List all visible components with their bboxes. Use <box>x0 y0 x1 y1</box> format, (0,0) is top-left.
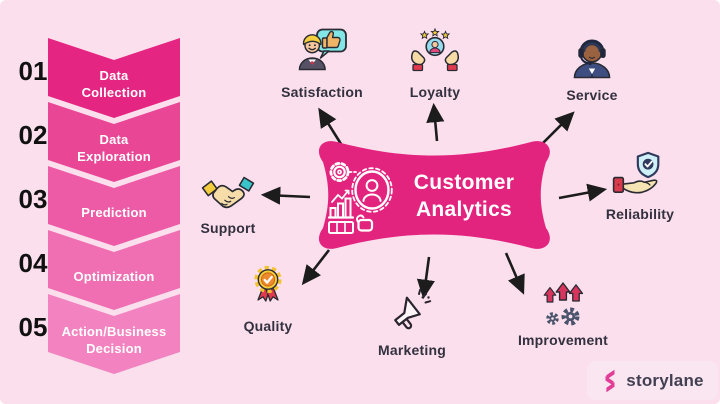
step-number-1: 01 <box>18 56 48 86</box>
analytics-person-gear-chart-icon <box>327 161 393 234</box>
quality-medal-icon <box>254 265 282 302</box>
satellite-label: Support <box>200 220 256 236</box>
handshake-icon <box>201 176 255 209</box>
satellite-improvement: Improvement <box>503 276 623 348</box>
step-number-2: 02 <box>18 120 48 150</box>
step-label: Data Collection <box>81 68 147 100</box>
customer-feedback-thumbs-up-icon <box>298 28 347 71</box>
satellite-label: Satisfaction <box>281 84 363 100</box>
storylane-wordmark: storylane <box>626 370 704 390</box>
satellite-satisfaction: Satisfaction <box>262 28 382 100</box>
satellite-service: Service <box>532 31 652 103</box>
step-label: Data Exploration <box>77 132 151 164</box>
step-label: Prediction <box>81 204 147 220</box>
satellite-loyalty: Loyalty <box>375 28 495 100</box>
satellite-label: Loyalty <box>409 84 461 100</box>
storylane-logo-icon <box>605 369 615 393</box>
step-label: Action/Business Decision <box>61 324 167 356</box>
megaphone-icon <box>394 288 432 330</box>
satellite-reliability: Reliability <box>580 150 700 222</box>
satellite-support: Support <box>168 166 288 236</box>
hub-title: Customer Analytics <box>413 171 515 222</box>
growth-arrows-gears-icon <box>543 282 584 326</box>
storylane-logo-badge[interactable]: storylane <box>587 361 718 400</box>
satellite-quality: Quality <box>208 262 328 334</box>
step-number-5: 05 <box>18 312 48 342</box>
satellite-marketing: Marketing <box>352 286 472 358</box>
step-number-3: 03 <box>18 184 48 214</box>
step-number-4: 04 <box>18 248 48 278</box>
satellite-label: Reliability <box>605 206 675 222</box>
hands-holding-customer-icon <box>410 28 460 72</box>
step-chevron-data-collection: Data Collection <box>48 38 180 118</box>
service-agent-headset-icon <box>573 39 611 79</box>
arrow-to-loyalty <box>426 102 445 142</box>
satellite-label: Quality <box>243 318 293 334</box>
satellite-label: Service <box>566 87 618 103</box>
hand-shield-check-icon <box>612 151 660 194</box>
step-label: Optimization <box>73 268 155 284</box>
satellite-label: Improvement <box>517 332 609 348</box>
satellite-label: Marketing <box>378 342 446 358</box>
